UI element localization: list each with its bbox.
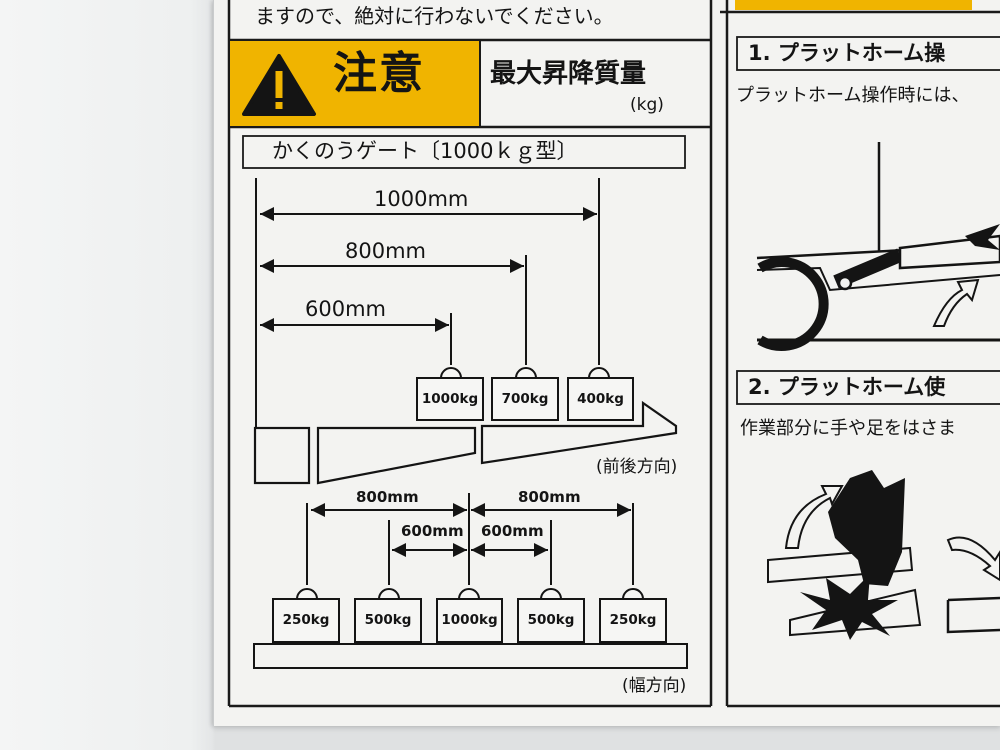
warning-triangle-icon (242, 54, 316, 116)
weight-400kg: 400kg (577, 391, 624, 407)
unit-label: (kg) (630, 95, 664, 115)
weight-250kg-left: 250kg (282, 612, 330, 628)
step1-title-box (736, 36, 1000, 71)
right-panel-frame (720, 0, 1000, 708)
gate-heading: かくのうゲート〔1000ｋｇ型〕 (272, 139, 578, 163)
weight-500kg-left: 500kg (364, 612, 412, 628)
weight-block-250kg-right (599, 588, 667, 643)
weight-700kg: 700kg (501, 391, 549, 407)
rotate-arrow-left-icon (784, 485, 844, 549)
weight-block-400kg (567, 367, 634, 421)
weight-block-1000kg-front (416, 367, 484, 421)
hand-pinch-illustration (767, 470, 1000, 640)
step1-text: プラットホーム操作時には、 (736, 85, 970, 106)
weight-block-500kg-right (517, 588, 585, 643)
weight-1000kg-center: 1000kg (441, 612, 498, 628)
max-lift-weight-title: 最大昇降質量 (490, 59, 647, 89)
distance-600mm-right: 600mm (481, 522, 544, 540)
left-panel-frame (227, 0, 713, 708)
direction-width: (幅方向) (622, 676, 687, 696)
distance-600mm-left: 600mm (401, 522, 464, 540)
step1-title: 1. プラットホーム操 (748, 41, 946, 65)
rotate-arrow-right-icon (946, 536, 1000, 582)
curved-arrow-icon (932, 278, 980, 327)
front-back-diagram (255, 178, 600, 428)
distance-800mm: 800mm (345, 239, 426, 263)
weight-block-1000kg-center (436, 588, 503, 643)
step2-title-box (736, 370, 1000, 405)
distance-800mm-left: 800mm (356, 488, 419, 506)
notice-top-text: ますので、絶対に行わないでください。 (255, 4, 614, 28)
distance-600mm: 600mm (305, 297, 386, 321)
step2-title: 2. プラットホーム使 (748, 375, 946, 399)
step2-text: 作業部分に手や足をはさま (740, 418, 956, 439)
caution-label: 注意 (333, 48, 425, 99)
weight-250kg-right: 250kg (609, 612, 657, 628)
impact-burst-icon (800, 574, 898, 640)
platform-front-view (253, 643, 688, 669)
weight-block-700kg (491, 367, 559, 421)
gate-heading-box (242, 135, 686, 169)
direction-front-back: (前後方向) (596, 457, 678, 477)
truck-liftgate-illustration (756, 142, 1000, 351)
weight-block-250kg-left (272, 588, 340, 643)
weight-500kg-right: 500kg (527, 612, 575, 628)
hand-icon (828, 470, 905, 586)
weight-1000kg-front: 1000kg (421, 391, 479, 407)
width-diagram (306, 493, 634, 585)
weight-block-500kg-left (354, 588, 422, 643)
right-caution-band (735, 0, 972, 10)
platform-side-view (253, 400, 678, 485)
distance-800mm-right: 800mm (518, 488, 581, 506)
motion-burst-icon (965, 224, 1000, 250)
distance-1000mm: 1000mm (374, 187, 469, 211)
